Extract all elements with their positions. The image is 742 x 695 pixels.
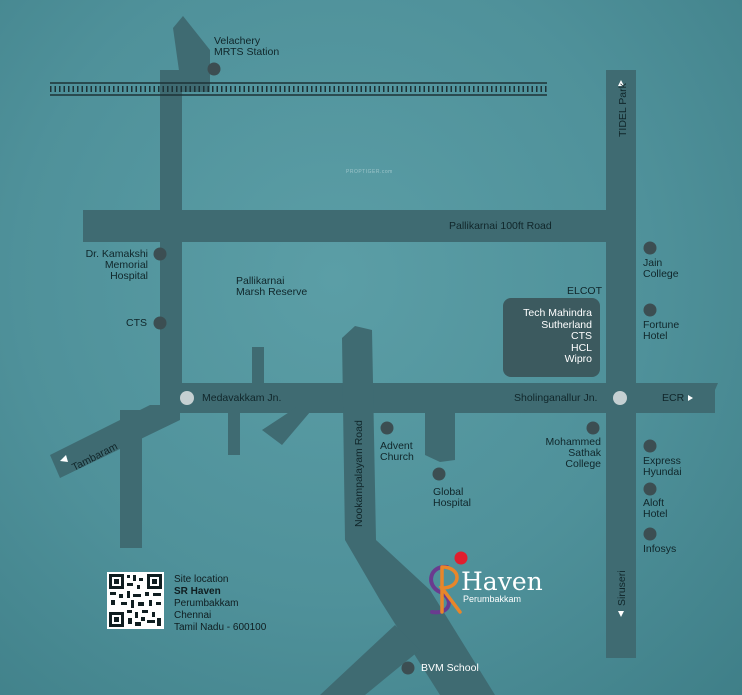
logo-sub: Perumbakkam xyxy=(463,594,522,604)
marker-jain xyxy=(643,241,657,255)
marker-express xyxy=(643,439,657,453)
marker-advent xyxy=(380,421,394,435)
road-velachery-top xyxy=(173,16,210,92)
label-ecr: ECR xyxy=(662,392,685,404)
road-shapes xyxy=(50,16,718,695)
road-connector-1 xyxy=(252,347,264,387)
site-line1: Perumbakkam xyxy=(174,598,239,609)
site-line3: Tamil Nadu - 600100 xyxy=(174,622,267,633)
it-company: Tech Mahindra xyxy=(523,307,592,319)
watermark: PROPTIGER.com xyxy=(346,169,393,175)
road-connector-3 xyxy=(228,410,240,455)
direction-arrows xyxy=(60,80,693,617)
marker-medavakkam-jn xyxy=(180,391,194,405)
marker-kamakshi xyxy=(153,247,167,261)
label-siruseri: Siruseri xyxy=(616,570,628,606)
marker-cts xyxy=(153,316,167,330)
label-nookampalayam: Nookampalayam Road xyxy=(353,420,365,527)
label-elcot: ELCOT xyxy=(567,285,603,297)
marker-sholinganallur-jn xyxy=(613,391,627,405)
junction-markers xyxy=(180,391,627,405)
label-cts-left: CTS xyxy=(126,317,147,329)
road-connector-2 xyxy=(262,405,316,445)
label-bvm-school: BVM School xyxy=(421,662,479,674)
it-company: Sutherland xyxy=(541,318,592,331)
marker-aloft xyxy=(643,482,657,496)
road-tambaram-branch xyxy=(120,410,142,548)
marker-velachery xyxy=(207,62,221,76)
logo-name: Haven xyxy=(461,567,543,596)
it-company: CTS xyxy=(571,330,592,342)
label-medavakkam-jn: Medavakkam Jn. xyxy=(202,392,282,404)
site-line2: Chennai xyxy=(174,610,212,621)
road-tambaram xyxy=(50,405,180,478)
site-heading: Site location xyxy=(174,574,229,585)
qr-code xyxy=(107,572,164,629)
label-infosys: Infosys xyxy=(643,543,677,555)
landmark-markers xyxy=(153,62,657,675)
label-sholinganallur-jn: Sholinganallur Jn. xyxy=(514,392,598,404)
site-name: SR Haven xyxy=(174,586,221,597)
arrow-down-icon xyxy=(618,611,624,617)
site-location-info: Site location SR Haven Perumbakkam Chenn… xyxy=(174,574,266,634)
it-company: Wipro xyxy=(564,353,592,365)
arrow-left-icon xyxy=(60,455,68,462)
road-ecr-end xyxy=(690,383,718,413)
label-tidel-park: TIDEL Park xyxy=(617,83,629,137)
road-omr xyxy=(606,70,636,658)
logo-monogram xyxy=(429,551,468,615)
railway-track xyxy=(50,82,547,96)
road-pallikarnai-100ft xyxy=(83,210,621,242)
road-nookampalayam xyxy=(342,326,376,540)
road-bottom-left xyxy=(320,625,420,695)
arrow-up-icon xyxy=(618,80,624,86)
arrow-right-icon xyxy=(688,395,693,401)
logo-dot xyxy=(454,551,468,565)
marker-infosys xyxy=(643,527,657,541)
marker-global xyxy=(432,467,446,481)
road-perumbakkam-diag xyxy=(345,540,495,695)
it-company: HCL xyxy=(570,341,592,354)
road-connector-4 xyxy=(425,410,455,462)
marker-sathak xyxy=(586,421,600,435)
label-pallikarnai-100ft: Pallikarnai 100ft Road xyxy=(449,220,552,232)
marker-bvm xyxy=(401,661,415,675)
marker-fortune xyxy=(643,303,657,317)
it-companies-box: Tech Mahindra Sutherland CTS HCL Wipro xyxy=(503,298,600,377)
